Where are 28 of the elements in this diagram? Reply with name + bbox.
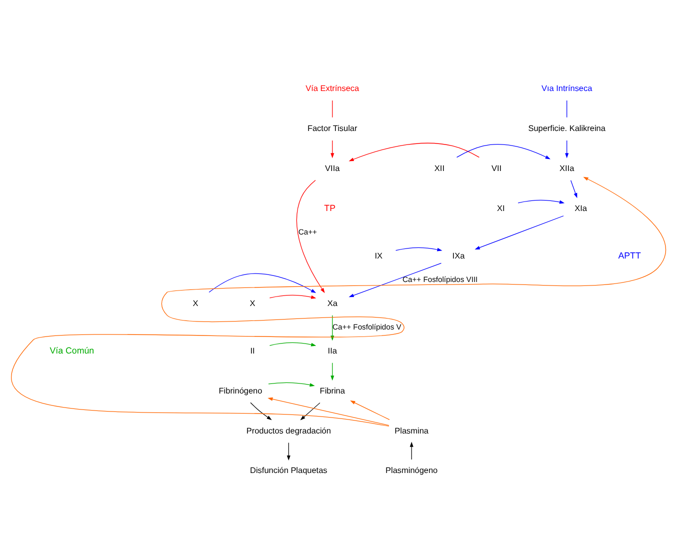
arrow — [330, 314, 334, 340]
arrow — [565, 140, 569, 158]
arrow — [395, 246, 442, 251]
arrow — [296, 179, 325, 293]
arrow — [268, 382, 315, 386]
arrow — [348, 142, 480, 161]
label: Vía Común — [50, 345, 94, 356]
arrow — [570, 180, 578, 198]
arrow — [330, 362, 334, 380]
label: TP — [324, 202, 336, 213]
arrow — [474, 215, 564, 249]
arrow — [350, 400, 390, 420]
label: APTT — [618, 250, 641, 260]
arrow — [11, 176, 666, 426]
arrow — [410, 441, 414, 460]
arrow — [286, 442, 290, 460]
arrow — [208, 272, 316, 293]
arrow — [268, 396, 390, 426]
arrow — [348, 262, 442, 297]
arrow — [269, 294, 316, 298]
arrow — [250, 402, 272, 420]
arrow — [269, 342, 316, 346]
connector — [332, 100, 333, 118]
arrow — [330, 140, 334, 158]
connector — [566, 100, 568, 118]
arrow — [518, 199, 565, 204]
arrow — [300, 402, 320, 420]
arrow — [456, 144, 550, 159]
